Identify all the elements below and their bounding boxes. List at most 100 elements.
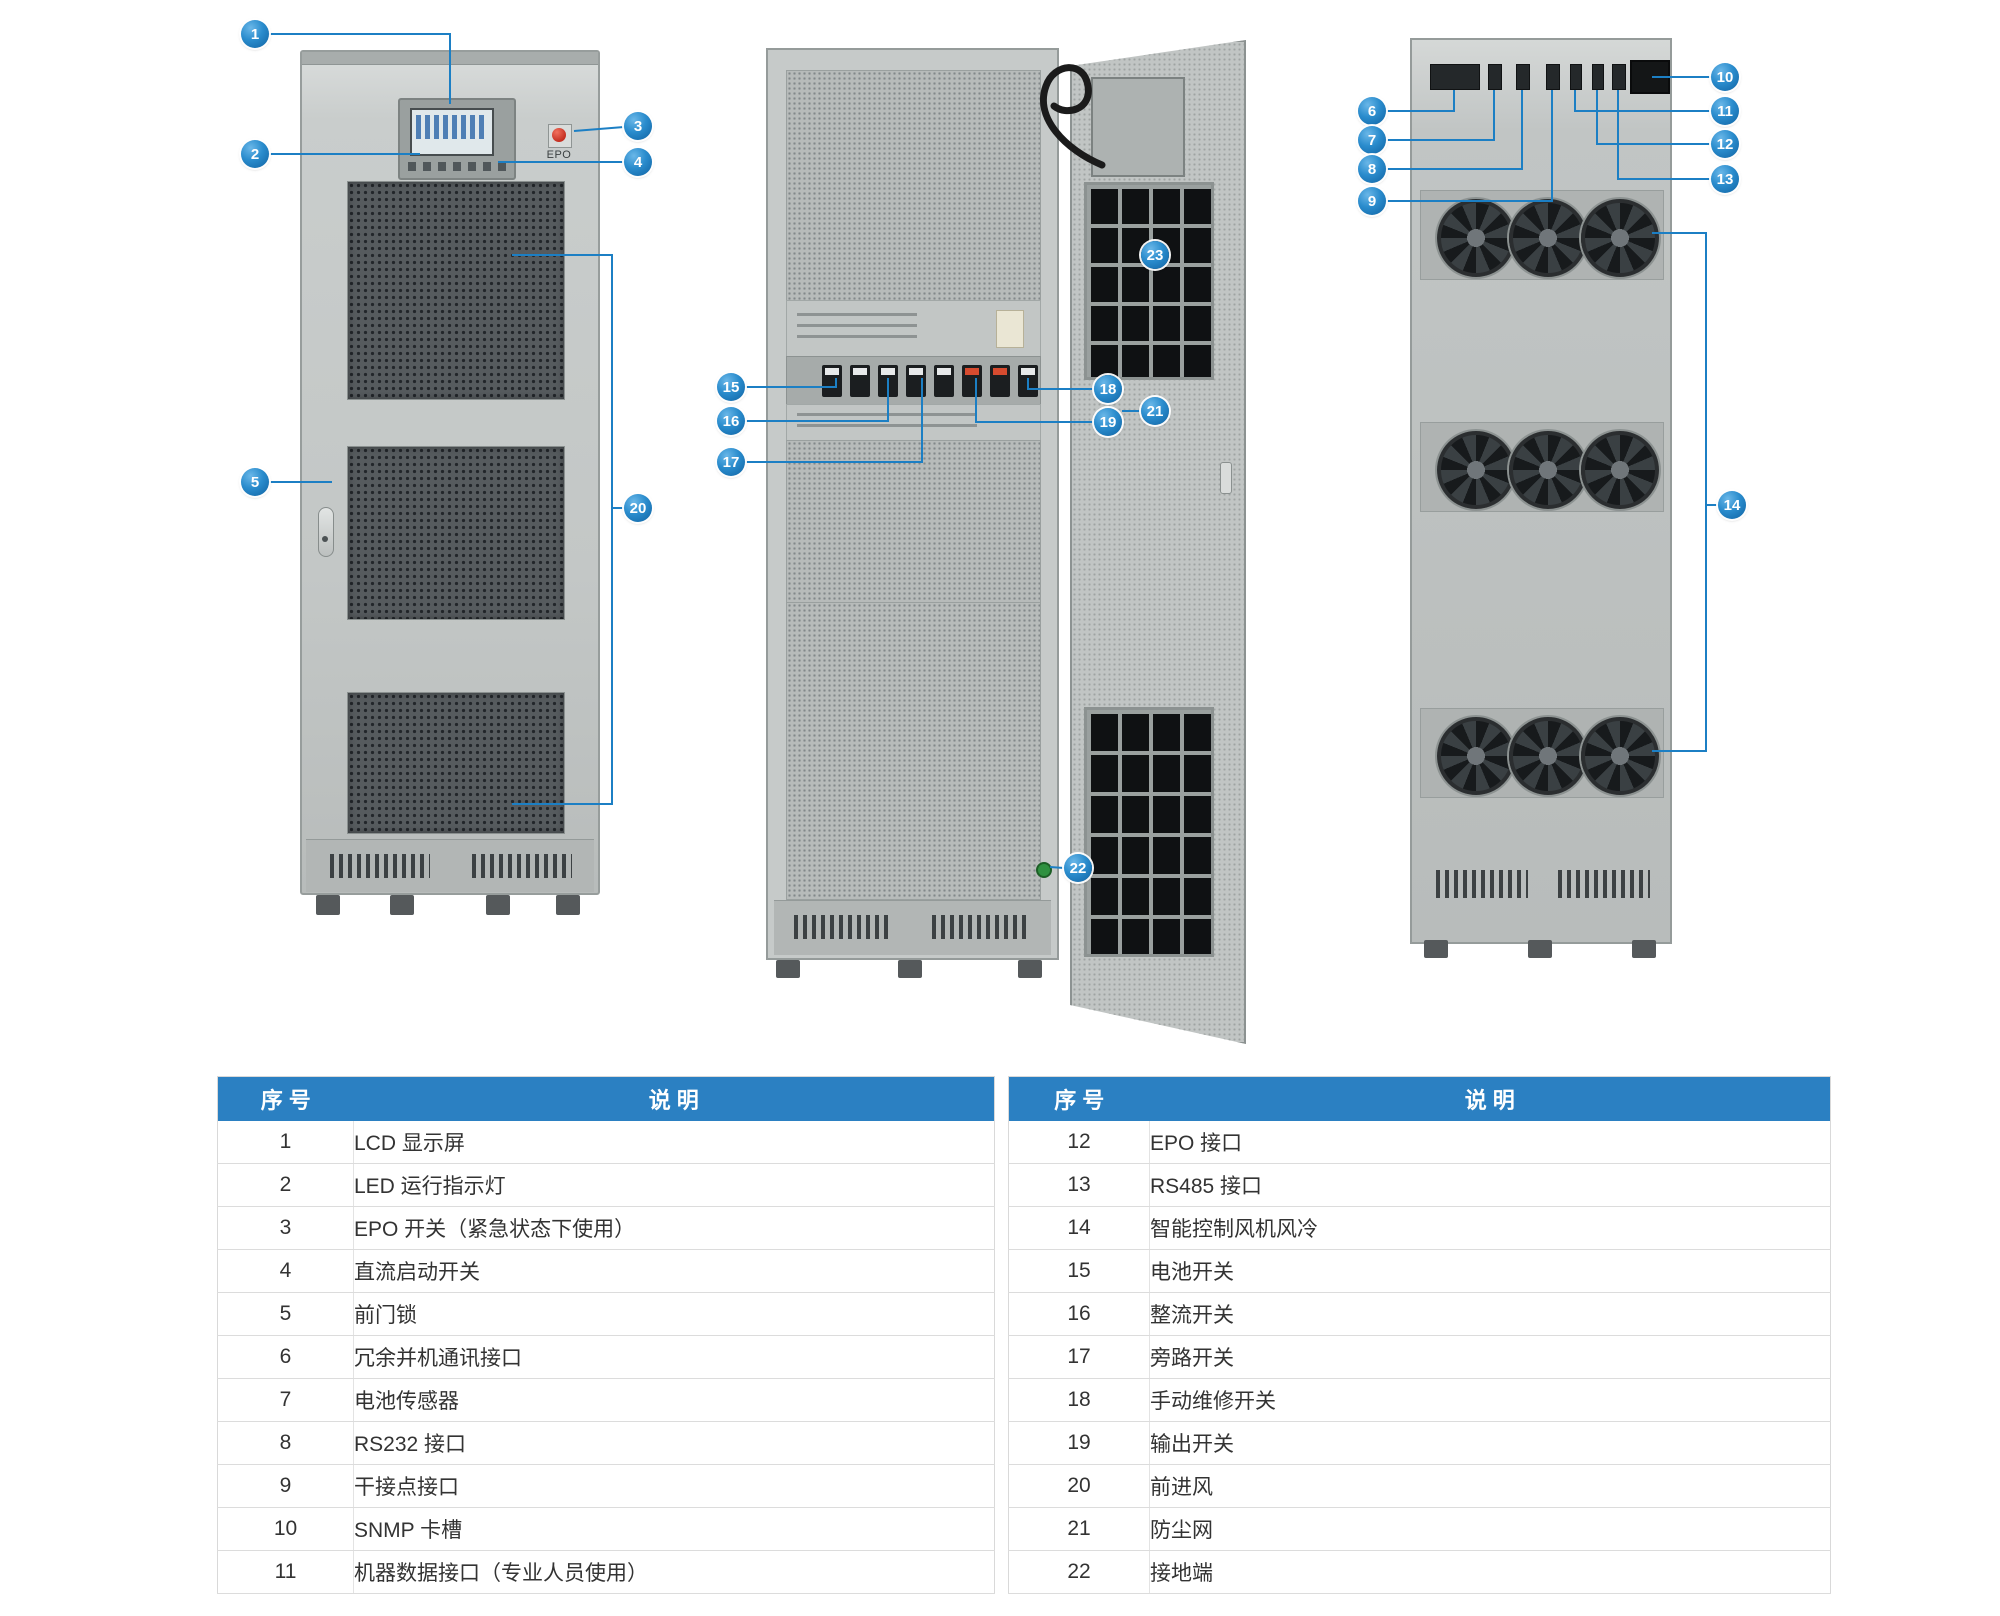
- callout-badge-16: 16: [717, 407, 745, 435]
- callout-badge-21: 21: [1141, 397, 1169, 425]
- row-number: 9: [217, 1464, 354, 1508]
- cooling-fan: [1509, 199, 1587, 277]
- door-dust-filter-top: [1084, 182, 1214, 380]
- front-vent-panel-middle: [347, 446, 565, 620]
- cooling-fan: [1581, 431, 1659, 509]
- row-number: 6: [217, 1335, 354, 1379]
- row-number: 7: [217, 1378, 354, 1422]
- callout-badge-7: 7: [1358, 126, 1386, 154]
- fan-row-bottom: [1420, 708, 1664, 798]
- row-description: 直流启动开关: [353, 1249, 995, 1293]
- header-description: 说 明: [1149, 1076, 1831, 1121]
- rear-cabinet-body: [1410, 38, 1672, 944]
- front-top-strip: [302, 52, 598, 65]
- internal-vent-panel-bottom: [786, 602, 1041, 900]
- row-number: 11: [217, 1550, 354, 1594]
- callout-badge-13: 13: [1711, 165, 1739, 193]
- epo-label: EPO: [546, 149, 572, 161]
- front-vent-panel-top: [347, 181, 565, 400]
- row-description: 输出开关: [1149, 1421, 1831, 1465]
- lcd-content: [416, 115, 488, 139]
- row-number: 8: [217, 1421, 354, 1465]
- internal-base: [774, 900, 1051, 955]
- row-description: 冗余并机通讯接口: [353, 1335, 995, 1379]
- row-description: RS485 接口: [1149, 1163, 1831, 1207]
- output-breaker: [962, 365, 982, 397]
- ups-front-view: EPO: [300, 50, 600, 920]
- front-door-lock-handle: [318, 507, 334, 557]
- row-description: 整流开关: [1149, 1292, 1831, 1336]
- front-vent-panel-bottom: [347, 692, 565, 834]
- plate-text-lines: [797, 313, 917, 345]
- row-description: LCD 显示屏: [353, 1121, 995, 1164]
- ups-rear-view: [1410, 38, 1672, 963]
- internal-cabinet-frame: [766, 48, 1059, 960]
- breaker: [990, 365, 1010, 397]
- row-description: EPO 接口: [1149, 1121, 1831, 1164]
- rs485-port: [1612, 64, 1626, 90]
- row-description: 智能控制风机风冷: [1149, 1206, 1831, 1250]
- cooling-fan: [1581, 717, 1659, 795]
- row-description: SNMP 卡槽: [353, 1507, 995, 1551]
- cooling-fan: [1437, 717, 1515, 795]
- row-number: 22: [1008, 1550, 1150, 1594]
- row-number: 17: [1008, 1335, 1150, 1379]
- fan-row-top: [1420, 190, 1664, 280]
- row-description: EPO 开关（紧急状态下使用）: [353, 1206, 995, 1250]
- epo-red-cap: [552, 128, 566, 142]
- breaker: [934, 365, 954, 397]
- snmp-card-slot: [1630, 60, 1670, 94]
- row-description: 前门锁: [353, 1292, 995, 1336]
- table-header-row: 序 号 说 明: [217, 1076, 995, 1121]
- data-port: [1570, 64, 1582, 90]
- bypass-breaker: [906, 365, 926, 397]
- row-number: 20: [1008, 1464, 1150, 1508]
- callout-badge-14: 14: [1718, 491, 1746, 519]
- breaker-rail: [786, 356, 1041, 406]
- foot: [486, 895, 510, 915]
- lcd-display: [410, 108, 494, 156]
- row-number: 21: [1008, 1507, 1150, 1551]
- callout-badge-20: 20: [624, 494, 652, 522]
- rectifier-breaker: [878, 365, 898, 397]
- row-description: 电池传感器: [353, 1378, 995, 1422]
- row-number: 5: [217, 1292, 354, 1336]
- caution-sticker: [996, 310, 1024, 348]
- foot: [1632, 940, 1656, 958]
- row-description: 手动维修开关: [1149, 1378, 1831, 1422]
- callout-badge-8: 8: [1358, 155, 1386, 183]
- foot: [1424, 940, 1448, 958]
- internal-vent-panel-middle: [786, 440, 1041, 604]
- door-latch: [1220, 462, 1232, 494]
- row-description: 接地端: [1149, 1550, 1831, 1594]
- door-dust-filter-bottom: [1084, 707, 1214, 957]
- callout-badge-3: 3: [624, 112, 652, 140]
- callout-badge-11: 11: [1711, 97, 1739, 125]
- plate-text-lines: [797, 413, 977, 433]
- row-number: 13: [1008, 1163, 1150, 1207]
- rear-base-vent: [1436, 870, 1528, 898]
- cooling-fan: [1437, 199, 1515, 277]
- foot: [1528, 940, 1552, 958]
- row-number: 1: [217, 1121, 354, 1164]
- callout-badge-10: 10: [1711, 63, 1739, 91]
- callout-badge-19: 19: [1094, 408, 1122, 436]
- battery-breaker: [822, 365, 842, 397]
- row-number: 16: [1008, 1292, 1150, 1336]
- front-base: [306, 839, 594, 892]
- row-number: 14: [1008, 1206, 1150, 1250]
- rs232-port: [1516, 64, 1530, 90]
